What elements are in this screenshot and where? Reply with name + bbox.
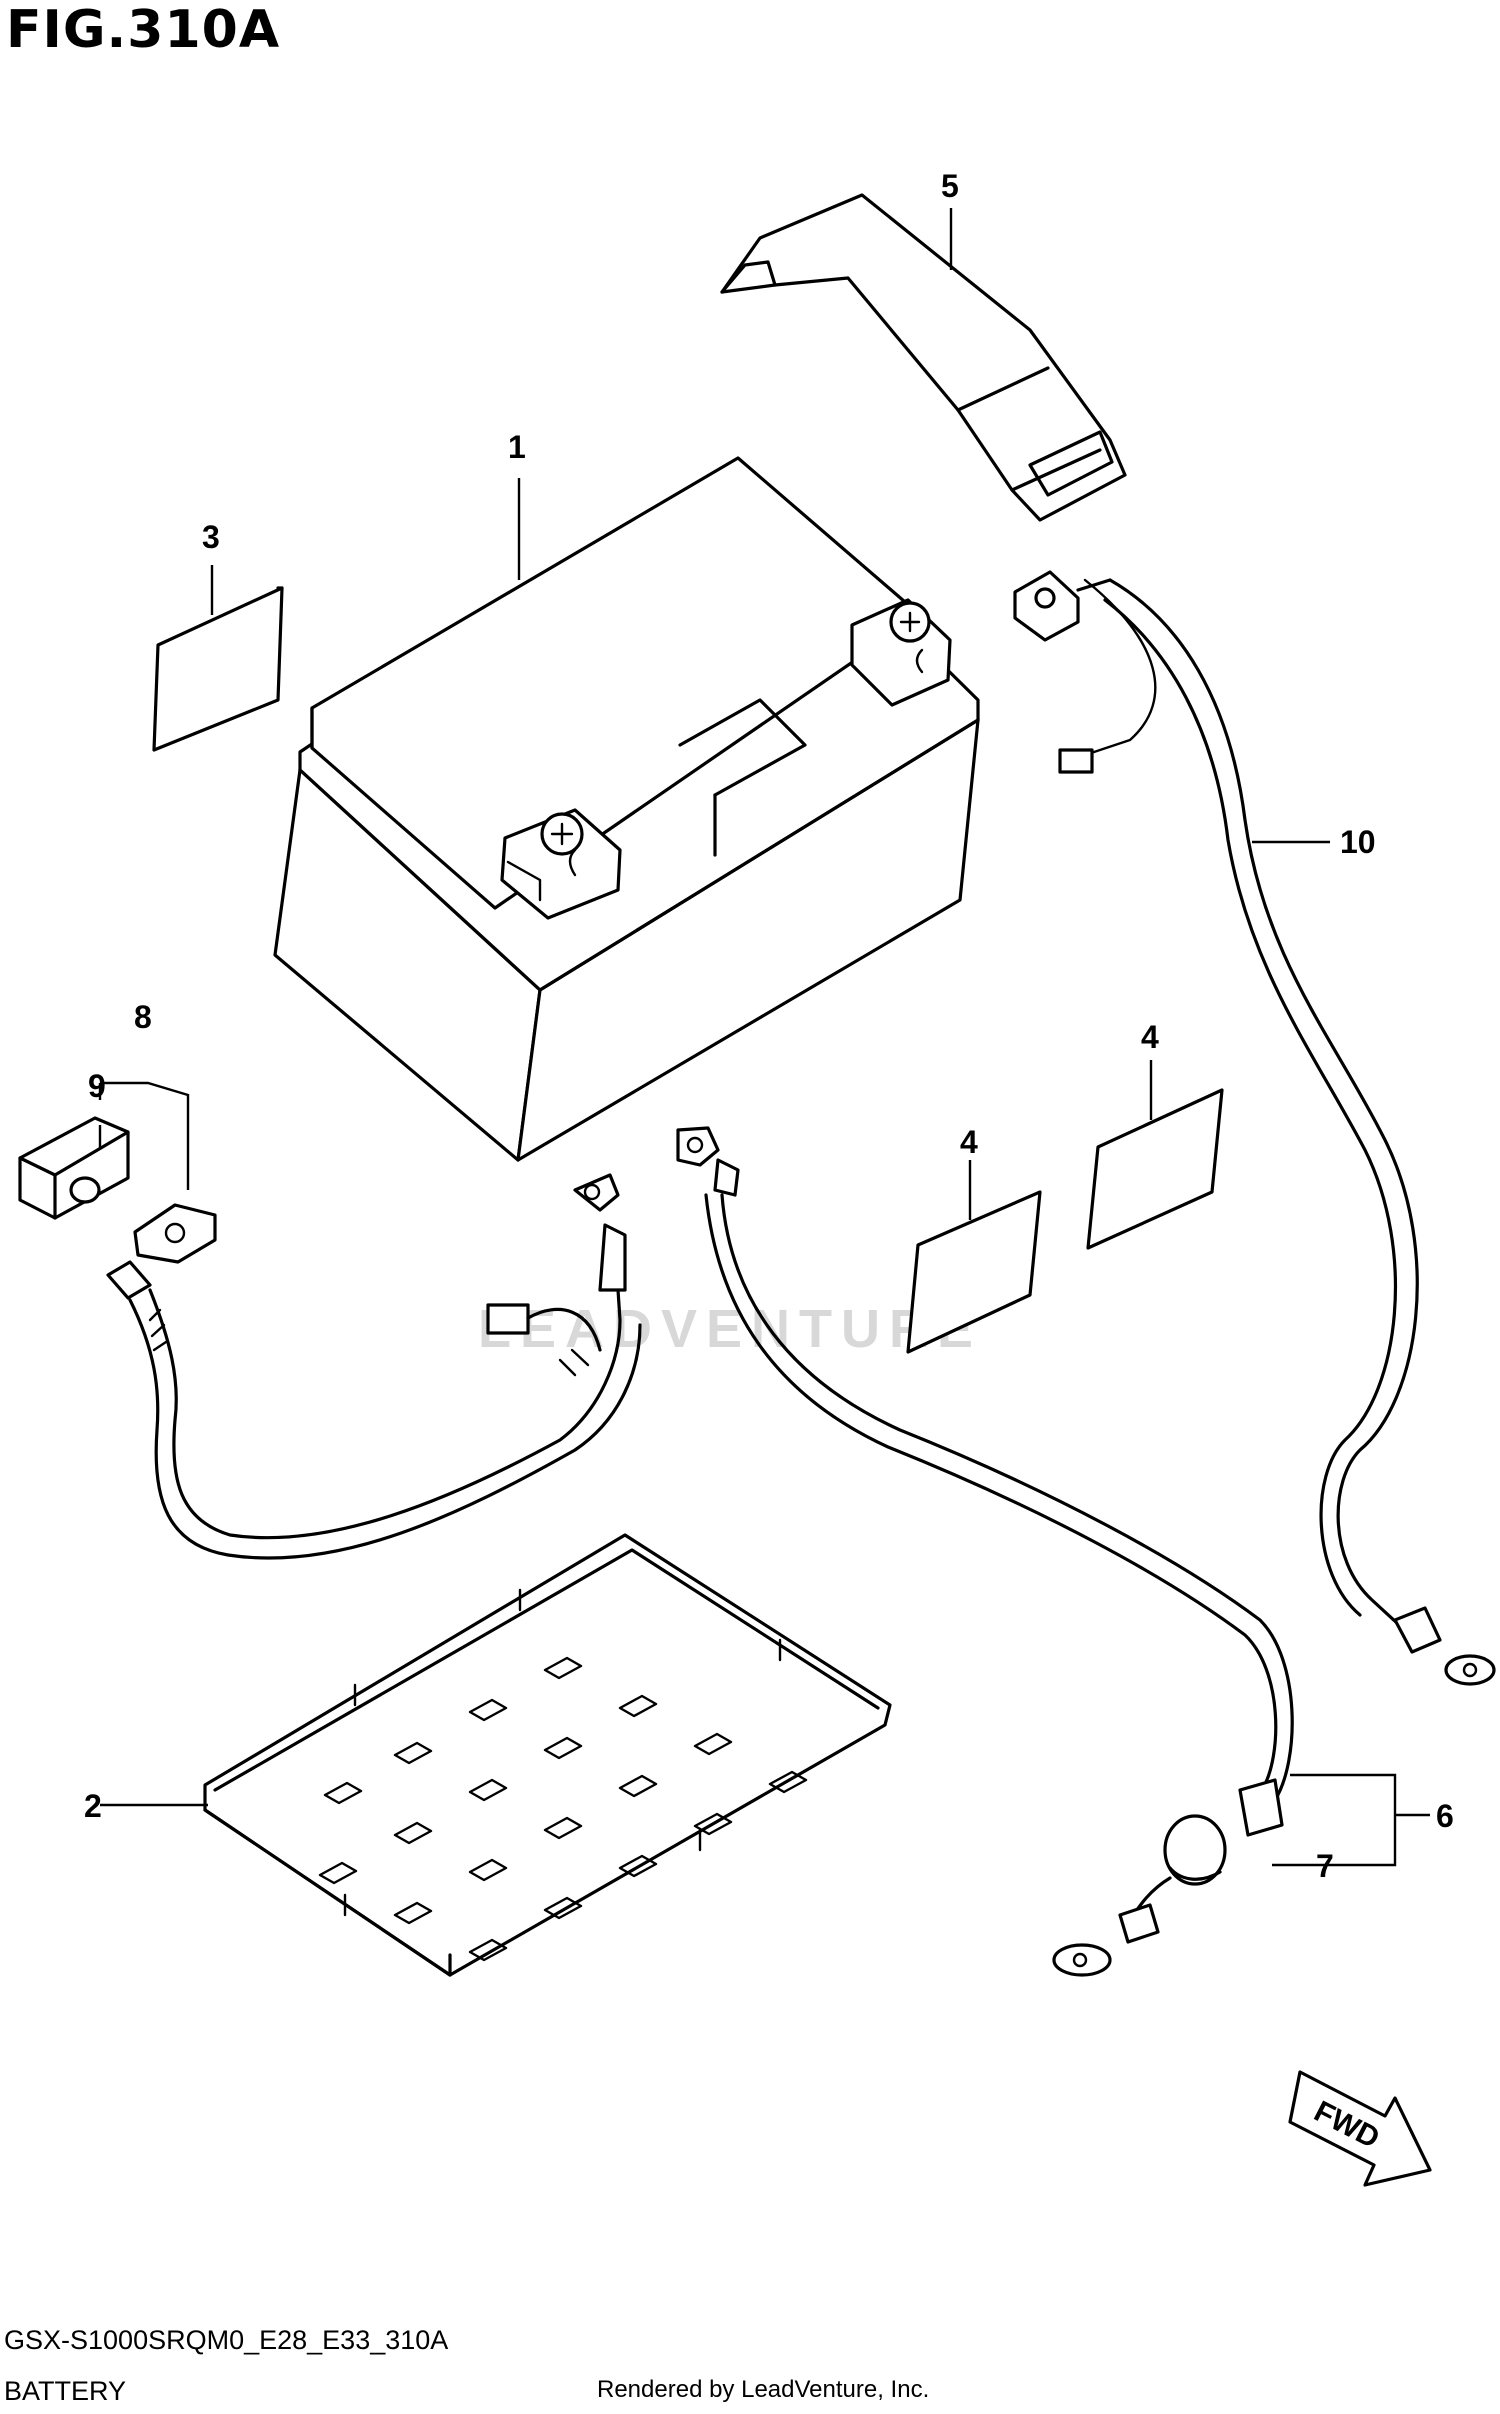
pad-3 <box>152 586 284 752</box>
callout-8: 8 <box>134 999 152 1035</box>
callout-5: 5 <box>941 168 959 204</box>
fwd-arrow: FWD <box>1288 2070 1432 2187</box>
callout-1: 1 <box>508 429 526 465</box>
callout-7: 7 <box>1316 1848 1334 1884</box>
figure-title: FIG.310A <box>6 0 281 60</box>
callout-2: 2 <box>84 1788 102 1824</box>
pad-4-lower <box>906 1190 1042 1354</box>
render-credit: Rendered by LeadVenture, Inc. <box>597 2376 930 2403</box>
callout-9: 9 <box>88 1068 106 1104</box>
battery-tray <box>203 1533 892 1977</box>
callout-6: 6 <box>1436 1798 1454 1834</box>
callout-10: 10 <box>1340 824 1376 860</box>
leader-lines <box>98 208 1430 1867</box>
pad-4-upper <box>1086 1088 1224 1250</box>
callout-3: 3 <box>202 519 220 555</box>
positive-cable <box>1013 570 1496 1686</box>
negative-cable <box>676 1126 1294 1977</box>
callouts: 1 2 3 4 4 5 6 7 8 9 10 <box>84 168 1454 1884</box>
figure-name: BATTERY <box>4 2376 127 2406</box>
tray-slots <box>318 1656 808 1962</box>
model-code: GSX-S1000SRQM0_E28_E33_310A <box>4 2325 449 2355</box>
callout-4-lower: 4 <box>960 1124 978 1160</box>
callout-4-upper: 4 <box>1141 1019 1159 1055</box>
battery <box>273 456 980 1162</box>
battery-band <box>720 193 1127 522</box>
ground-harness <box>18 1116 642 1560</box>
